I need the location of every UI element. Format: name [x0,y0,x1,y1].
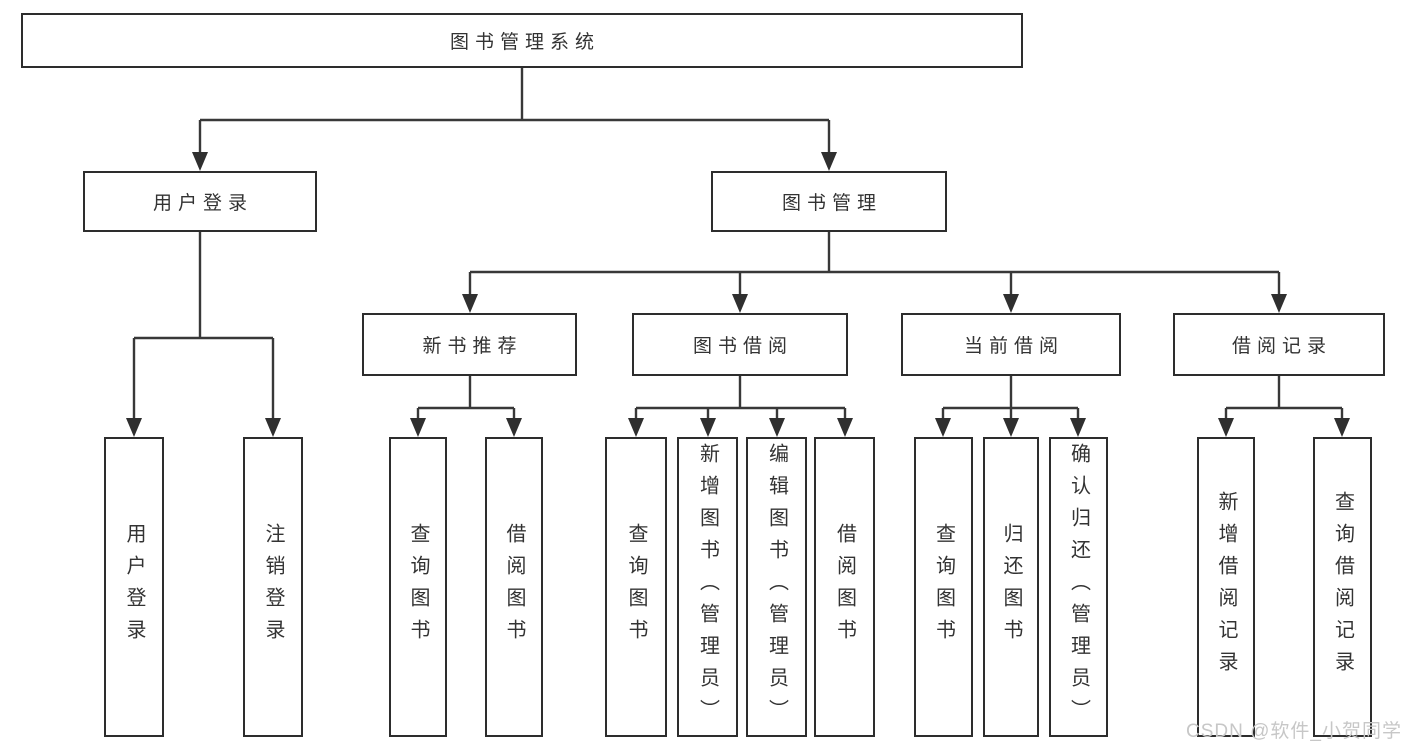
node-root-label: 图书管理系统 [449,32,600,53]
leaf-borrow-book-rec-label: 借阅图书 [503,523,525,651]
node-user-login: 用户登录 [83,171,317,232]
leaf-edit-book-admin: 编辑图书（管理员） [746,437,807,737]
leaf-return-book: 归还图书 [983,437,1039,737]
node-current-borrow-label: 当前借阅 [963,336,1064,357]
node-current-borrow: 当前借阅 [901,313,1121,376]
leaf-confirm-return-admin: 确认归还（管理员） [1049,437,1108,737]
node-new-book-rec-label: 新书推荐 [422,336,523,357]
leaf-edit-book-admin-label: 编辑图书（管理员） [765,443,788,731]
connector-root-to-level2 [192,68,837,171]
connector-book-borrow-children [628,376,853,437]
leaf-query-book-current-label: 查询图书 [932,523,955,651]
leaf-query-book-borrow-label: 查询图书 [625,523,647,651]
connector-new-book-rec-children [410,376,522,437]
csdn-watermark: CSDN @软件_小贺同学 [1186,721,1402,742]
leaf-logout: 注销登录 [243,437,303,737]
leaf-query-borrow-record-label: 查询借阅记录 [1331,491,1354,683]
node-borrow-records: 借阅记录 [1173,313,1385,376]
leaf-user-login: 用户登录 [104,437,164,737]
leaf-borrow-book: 借阅图书 [814,437,875,737]
leaf-query-book-rec-label: 查询图书 [407,523,429,651]
node-book-borrow: 图书借阅 [632,313,848,376]
leaf-return-book-label: 归还图书 [1000,523,1022,651]
leaf-confirm-return-admin-label: 确认归还（管理员） [1067,443,1090,731]
node-root: 图书管理系统 [21,13,1023,68]
connector-borrow-records-children [1218,376,1350,437]
leaf-user-login-label: 用户登录 [123,523,145,651]
leaf-borrow-book-rec: 借阅图书 [485,437,543,737]
connector-book-mgmt-children [462,232,1287,313]
node-book-mgmt: 图书管理 [711,171,947,232]
leaf-add-borrow-record-label: 新增借阅记录 [1215,491,1237,683]
connector-user-login-children [126,232,281,437]
leaf-query-borrow-record: 查询借阅记录 [1313,437,1372,737]
node-user-login-label: 用户登录 [152,193,253,214]
leaf-query-book-current: 查询图书 [914,437,973,737]
connector-current-borrow-children [935,376,1086,437]
leaf-add-book-admin: 新增图书（管理员） [677,437,738,737]
leaf-query-book-borrow: 查询图书 [605,437,667,737]
leaf-add-book-admin-label: 新增图书（管理员） [696,443,719,731]
node-borrow-records-label: 借阅记录 [1231,336,1332,357]
node-new-book-rec: 新书推荐 [362,313,577,376]
leaf-logout-label: 注销登录 [262,523,284,651]
leaf-add-borrow-record: 新增借阅记录 [1197,437,1255,737]
leaf-query-book-rec: 查询图书 [389,437,447,737]
leaf-borrow-book-label: 借阅图书 [833,523,856,651]
node-book-mgmt-label: 图书管理 [781,193,882,214]
node-book-borrow-label: 图书借阅 [692,336,793,357]
